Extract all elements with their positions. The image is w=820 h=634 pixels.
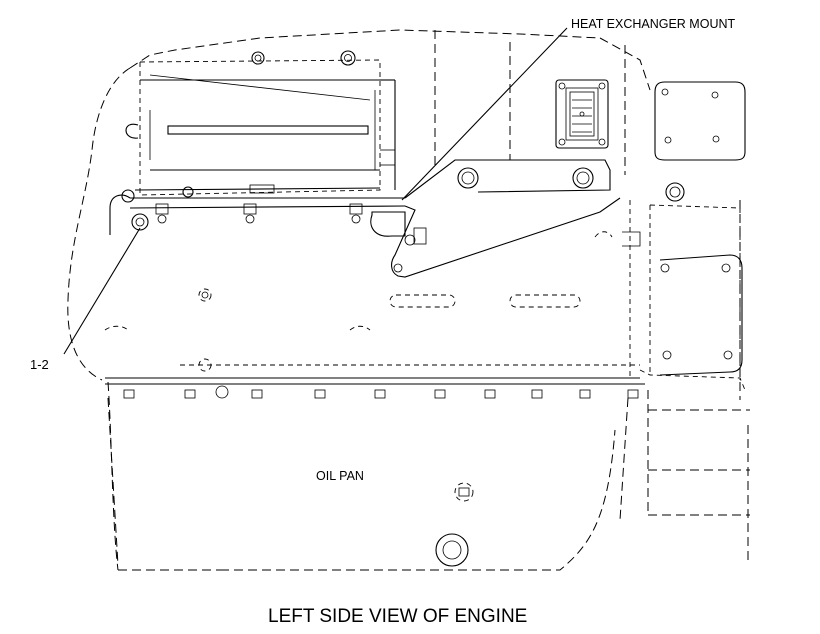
- heat-exchanger: [125, 50, 396, 198]
- right-side-plates: [622, 81, 750, 560]
- heat-exchanger-mount-bracket: [370, 159, 621, 278]
- engine-block: [104, 231, 640, 372]
- oil-pan-label: OIL PAN: [316, 469, 364, 483]
- heat-exchanger-mount-leader-line: [401, 27, 568, 201]
- mount-bar: [109, 189, 406, 235]
- heat-exchanger-mount-label: HEAT EXCHANGER MOUNT: [571, 17, 736, 31]
- callout-leader-line: [63, 227, 141, 355]
- ecm-connector: [555, 79, 609, 149]
- engine-outline: [67, 29, 651, 571]
- oil-pan-flange: [105, 369, 746, 399]
- callout-number-label: 1-2: [30, 357, 49, 372]
- oil-pan: [107, 397, 629, 567]
- diagram-caption: LEFT SIDE VIEW OF ENGINE: [268, 606, 527, 627]
- rear-housing-outline: [434, 30, 626, 175]
